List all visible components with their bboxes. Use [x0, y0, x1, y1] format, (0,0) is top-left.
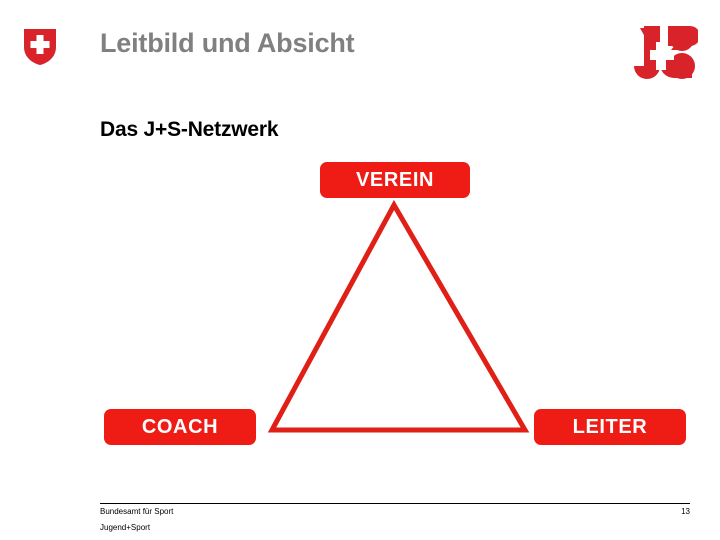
- node-leiter[interactable]: LEITER: [534, 409, 686, 445]
- footer-divider: [100, 503, 690, 504]
- js-logo-icon: [630, 20, 698, 86]
- swiss-coat-of-arms-icon: [22, 27, 58, 67]
- node-verein[interactable]: VEREIN: [320, 162, 470, 198]
- network-triangle: [267, 199, 530, 433]
- subtitle: Das J+S-Netzwerk: [100, 118, 279, 141]
- node-coach[interactable]: COACH: [104, 409, 256, 445]
- page-title: Leitbild und Absicht: [100, 28, 355, 58]
- footer-organisation: Bundesamt für Sport: [100, 507, 174, 516]
- footer-department: Jugend+Sport: [100, 523, 151, 532]
- page-number: 13: [681, 507, 690, 516]
